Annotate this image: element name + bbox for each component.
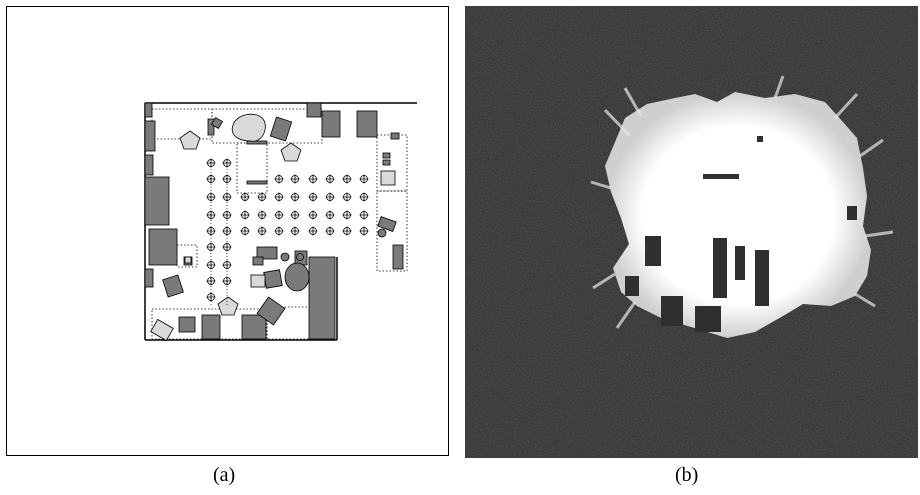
- crosshair-lines: [206, 226, 216, 236]
- crosshair-lines: [325, 192, 335, 202]
- crosshair-lines: [342, 226, 352, 236]
- crosshair-lines: [359, 226, 369, 236]
- map-obstacles: [625, 136, 857, 332]
- free-space-region: [605, 92, 871, 338]
- crosshair-lines: [290, 226, 300, 236]
- crosshair-lines: [308, 192, 318, 202]
- crosshair-lines: [342, 210, 352, 220]
- floorplan-svg: [144, 102, 417, 342]
- column-lines: [210, 163, 228, 307]
- crosshair-lines: [240, 210, 250, 220]
- caption-a: (a): [213, 464, 236, 486]
- crosshair-lines: [222, 226, 232, 236]
- crosshair-lines: [325, 210, 335, 220]
- crosshair-lines: [342, 192, 352, 202]
- crosshair-lines: [257, 226, 267, 236]
- crosshair-lines: [274, 210, 284, 220]
- furniture-light: [150, 113, 396, 342]
- crosshair-lines: [342, 174, 352, 184]
- furniture-round: [280, 228, 387, 292]
- floorplan-panel: [6, 6, 449, 456]
- furniture-dark: [144, 102, 404, 340]
- crosshair-lines: [240, 226, 250, 236]
- crosshair-lines: [359, 174, 369, 184]
- crosshair-lines: [290, 192, 300, 202]
- occupancy-map-svg: [465, 6, 918, 458]
- crosshair-lines: [274, 226, 284, 236]
- crosshair-lines: [308, 174, 318, 184]
- crosshair-lines: [325, 226, 335, 236]
- crosshair-lines: [290, 210, 300, 220]
- crosshair-lines: [274, 174, 284, 184]
- crosshair-marker-icon: [206, 158, 369, 302]
- crosshair-lines: [206, 292, 216, 302]
- crosshair-lines: [257, 192, 267, 202]
- crosshair-lines: [325, 174, 335, 184]
- crosshair-lines: [359, 210, 369, 220]
- caption-b: (b): [675, 464, 699, 486]
- crosshair-lines: [290, 174, 300, 184]
- crosshair-lines: [359, 192, 369, 202]
- crosshair-lines: [308, 226, 318, 236]
- crosshair-lines: [308, 210, 318, 220]
- occupancy-map-panel: [465, 6, 918, 458]
- crosshair-lines: [240, 192, 250, 202]
- sensor-rays: [590, 75, 894, 329]
- crosshair-lines: [257, 210, 267, 220]
- crosshair-lines: [274, 192, 284, 202]
- pentagon-obstacle-icon: [179, 130, 302, 316]
